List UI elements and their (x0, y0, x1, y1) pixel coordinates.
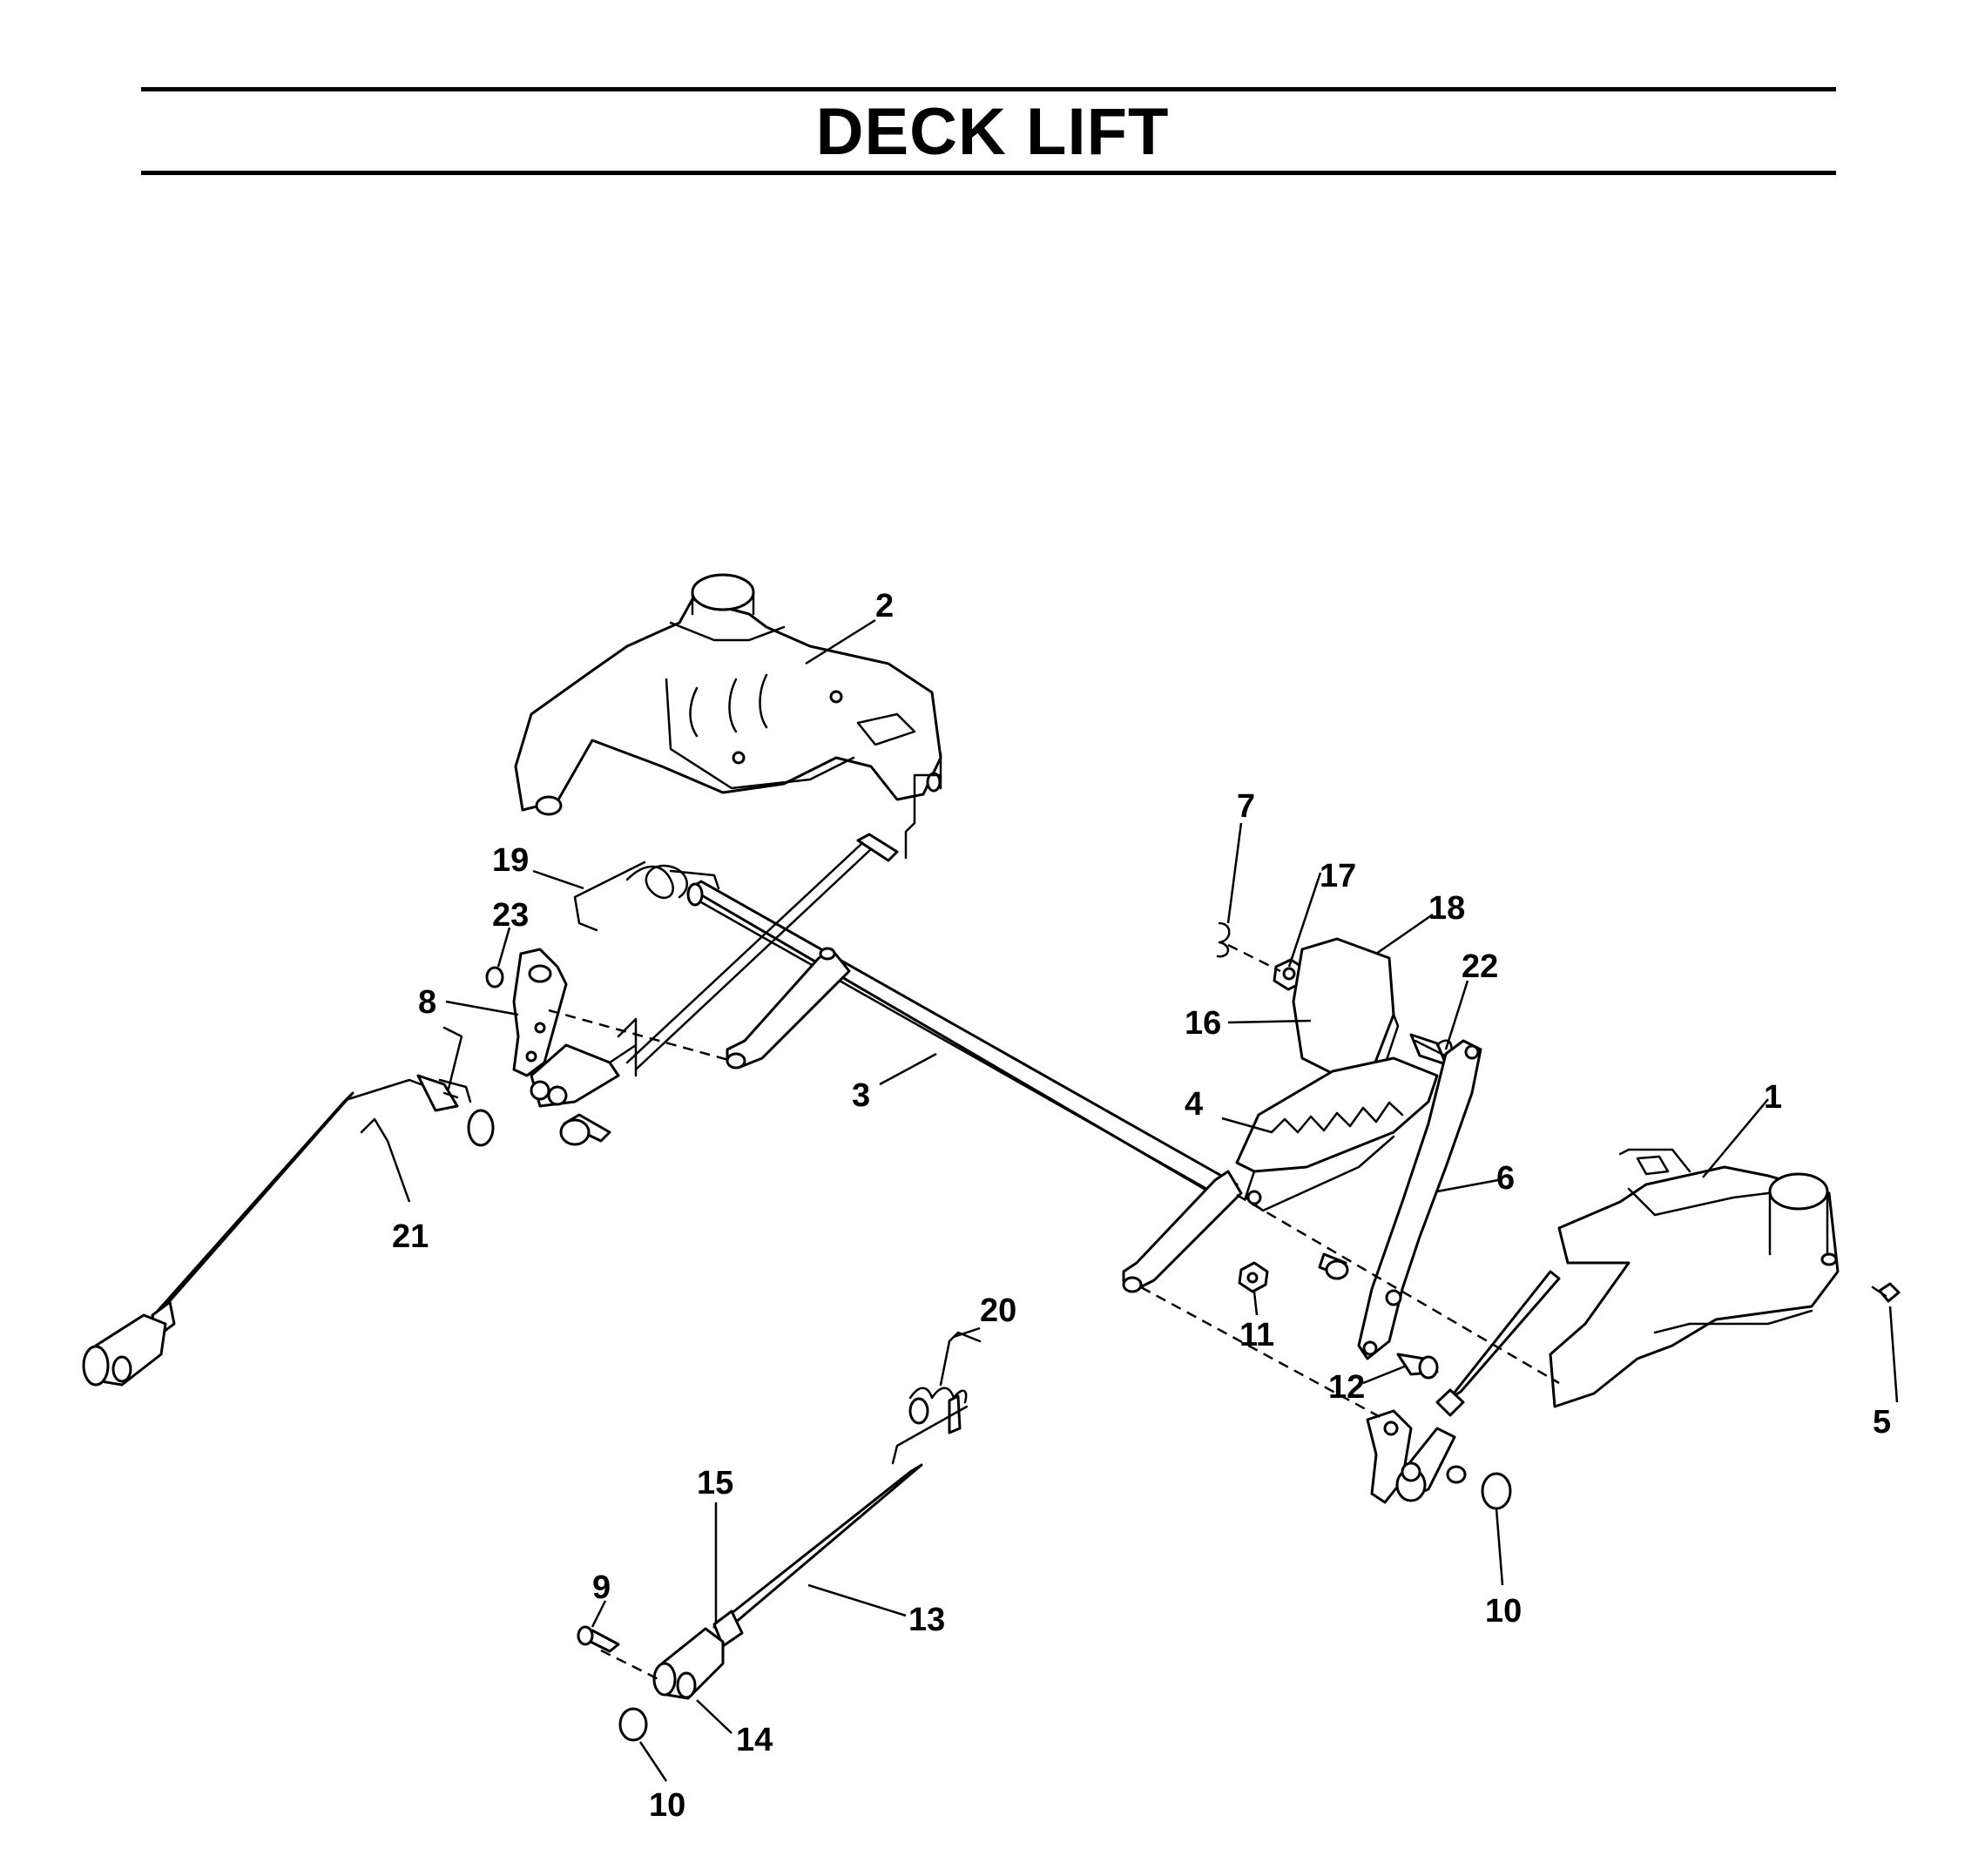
lift-shaft (686, 880, 1349, 1293)
callout-1: 1 (1764, 1079, 1782, 1116)
callout-18: 18 (1428, 890, 1465, 927)
callout-13: 13 (908, 1602, 945, 1638)
callout-20: 20 (980, 1292, 1016, 1329)
page-title: DECK LIFT (815, 95, 1170, 169)
washer-23 (485, 966, 504, 989)
callout-7: 7 (1237, 788, 1255, 825)
torsion-spring-19 (573, 860, 720, 932)
callout-21: 21 (392, 1218, 429, 1255)
callout-8: 8 (418, 984, 436, 1021)
right-rod (1435, 1270, 1561, 1417)
right-link-plate (1366, 1392, 1456, 1504)
pedal-pad-16 (1292, 937, 1400, 1082)
left-clevis-assembly (530, 1009, 733, 1146)
pin-9 (577, 1625, 663, 1683)
callout-10-lower: 10 (649, 1787, 685, 1824)
callout-3: 3 (852, 1077, 870, 1114)
left-lift-rod-21 (82, 1026, 472, 1387)
left-lift-bracket (514, 573, 942, 816)
ratchet-plate-4 (1235, 1056, 1439, 1212)
callout-23: 23 (492, 897, 529, 934)
callout-12: 12 (1328, 1369, 1365, 1406)
assembly-line-7-17 (1227, 943, 1281, 973)
callout-11: 11 (1239, 1317, 1274, 1353)
callout-16: 16 (1185, 1005, 1221, 1042)
callout-15: 15 (697, 1465, 733, 1501)
callout-17: 17 (1320, 858, 1356, 894)
right-lift-bracket (1549, 1148, 1840, 1408)
callout-labels: 1 2 3 4 5 6 7 8 9 10 10 11 12 13 14 15 1… (392, 588, 1891, 1824)
front-lift-rod-13 (652, 1331, 982, 1700)
washer-near-21 (467, 1109, 495, 1147)
callout-9: 9 (592, 1569, 611, 1606)
washer-10-right (1481, 1472, 1512, 1510)
callout-5: 5 (1873, 1404, 1891, 1441)
assembly-line-shaft (1236, 1193, 1560, 1385)
top-rule (141, 87, 1836, 91)
callout-6: 6 (1496, 1160, 1515, 1197)
bolt-12 (1396, 1353, 1439, 1380)
assembly-line-right (1140, 1286, 1386, 1421)
callout-2: 2 (875, 588, 894, 624)
nut-11 (1238, 1261, 1269, 1293)
flat-washer-right (1446, 1465, 1467, 1484)
link-plate-8 (512, 948, 568, 1077)
callout-10-right: 10 (1485, 1593, 1522, 1630)
grease-fitting-5 (1871, 1282, 1901, 1303)
title-underline (141, 171, 1836, 175)
callout-14: 14 (736, 1722, 773, 1758)
pedal-arm-6 (1357, 1039, 1482, 1360)
leader-lines (386, 618, 1899, 1782)
callout-19: 19 (492, 842, 529, 879)
pivot-rod (625, 773, 942, 1071)
washer-10-lower (618, 1707, 648, 1742)
callout-4: 4 (1185, 1086, 1203, 1123)
clip-7 (1216, 921, 1231, 958)
callout-22: 22 (1462, 948, 1498, 985)
